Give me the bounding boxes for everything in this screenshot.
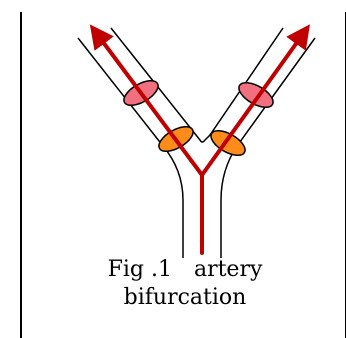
lower-right-cross-section: [207, 126, 249, 161]
artery-walls: [78, 28, 315, 258]
caption-line-2: bifurcation: [20, 284, 346, 312]
figure-caption: Fig .1 artery bifurcation: [20, 256, 346, 312]
left-flow-arrow: [97, 34, 202, 175]
right-flow-arrow: [202, 34, 303, 175]
upper-right-cross-section: [235, 78, 277, 113]
flow-arrow-icon: [97, 34, 303, 253]
caption-line-1: Fig .1 artery: [20, 256, 346, 284]
